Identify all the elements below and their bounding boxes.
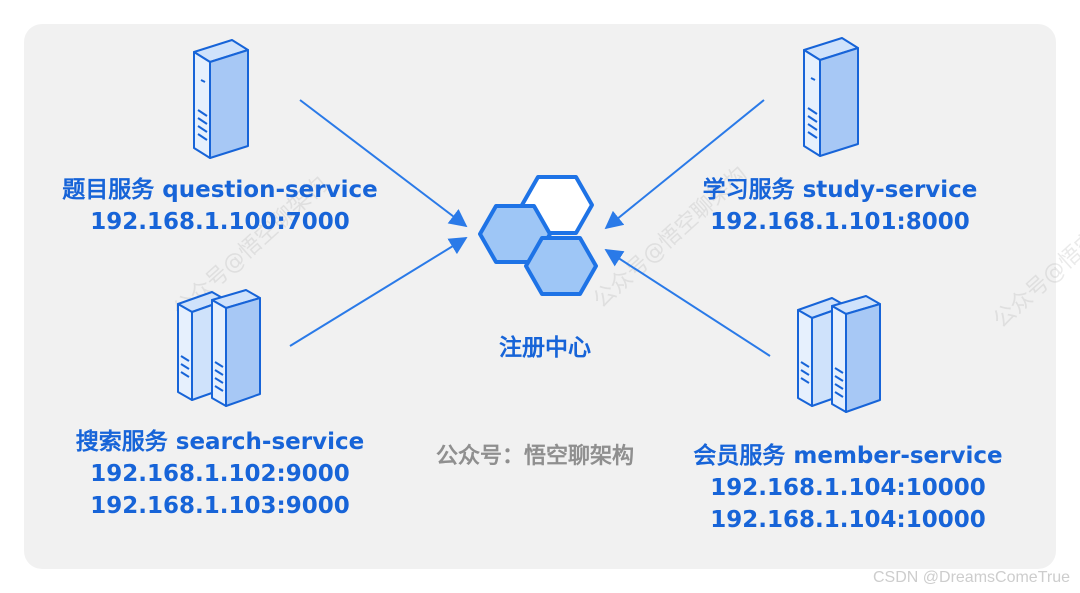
service-name: 题目服务 question-service [62, 177, 378, 203]
registry-label: 注册中心 [499, 335, 591, 361]
arrow-study-to-registry [604, 99, 765, 230]
server-tower-icon [177, 289, 261, 407]
arrow-question-to-registry [299, 99, 468, 228]
service-label-question: 题目服务 question-service 192.168.1.100:7000 [40, 174, 400, 238]
service-ip: 192.168.1.102:9000 [90, 461, 350, 487]
service-label-search: 搜索服务 search-service 192.168.1.102:9000 1… [40, 426, 400, 522]
service-name: 会员服务 member-service [693, 443, 1003, 469]
service-ip: 192.168.1.101:8000 [710, 209, 970, 235]
service-label-member: 会员服务 member-service 192.168.1.104:10000 … [668, 440, 1028, 536]
service-name: 搜索服务 search-service [75, 429, 365, 455]
server-tower-icon [193, 39, 249, 159]
service-ip: 192.168.1.104:10000 [710, 507, 986, 533]
service-ip: 192.168.1.103:9000 [90, 493, 350, 519]
server-tower-icon [797, 295, 881, 413]
arrow-search-to-registry [289, 237, 468, 347]
service-ip: 192.168.1.100:7000 [90, 209, 350, 235]
hexagon-cluster-icon [478, 175, 598, 296]
caption: 公众号：悟空聊架构 [435, 444, 634, 469]
server-tower-icon [803, 37, 859, 157]
service-name: 学习服务 study-service [702, 177, 978, 203]
service-label-study: 学习服务 study-service 192.168.1.101:8000 [660, 174, 1020, 238]
arrow-member-to-registry [604, 249, 771, 357]
footer-credit: CSDN @DreamsComeTrue [872, 569, 1070, 586]
service-ip: 192.168.1.104:10000 [710, 475, 986, 501]
